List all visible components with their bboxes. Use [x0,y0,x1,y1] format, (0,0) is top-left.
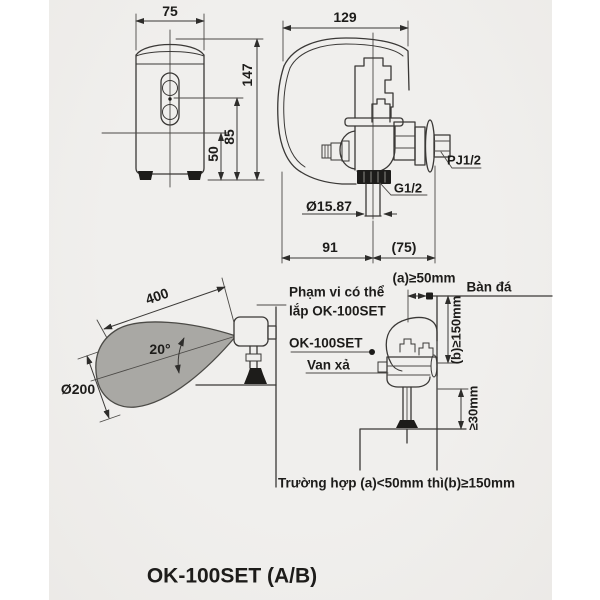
foot-right [187,171,202,180]
dim-height-b: (b)≥150mm [448,295,464,365]
wall-stub [433,134,451,158]
stop-valve-screw [321,144,332,159]
flush-pipe [364,183,382,217]
dim-range-angle: 20° [149,341,171,357]
dim-side-width: 129 [333,9,357,25]
wall-flange [424,119,436,173]
sensor-lens-top [162,80,178,96]
dim-side-wall: (75) [391,239,417,255]
label-thread-pj: PJ1/2 [447,152,481,168]
label-slab: Bàn đá [466,279,512,295]
dim-front-width: 75 [162,3,178,19]
g-leader [379,182,428,196]
pipe-escutcheon [396,420,418,428]
valve-chamber [339,130,356,170]
flush-pipe [402,386,412,421]
outlet-arm [393,121,416,161]
installation-drawing [290,289,553,471]
front-view-drawing [101,13,265,188]
cone-axis [90,335,237,382]
pipe-escutcheon [244,368,267,384]
sensor-unit-side [233,316,269,347]
flush-valve-body [386,356,438,388]
slab-edge-marker [426,292,433,300]
valve-cover [385,316,438,364]
product-title: OK-100SET (A/B) [146,564,318,588]
label-install-range-1: Phạm vi có thể [289,284,385,300]
foot-left [138,171,153,180]
dim-range-diameter: Ø200 [60,381,96,397]
dim-pipe-exposed: ≥30mm [465,385,481,431]
angle-arc [174,337,185,374]
pj-leader [440,151,482,169]
cover-outline [283,37,410,91]
label-unit-name: OK-100SET [289,335,363,351]
install-note: Trường hợp (a)<50mm thì(b)≥150mm [278,475,516,491]
dim-front-sensor-height: 85 [221,129,237,145]
dim-front-lower-height: 50 [205,146,221,162]
dim-front-height: 147 [239,63,255,87]
step-line [359,428,467,471]
sensor-lens-bottom [162,104,178,120]
side-view-drawing [277,20,482,264]
dim-side-depth: 91 [322,239,338,255]
sensor-unit-body [135,43,205,175]
detection-cone [95,321,237,408]
sensor-window [160,72,180,126]
label-install-range-2: lắp OK-100SET [289,303,386,319]
valve-cap [354,57,394,119]
detection-range-drawing [77,277,287,488]
dim-clearance-a: (a)≥50mm [392,270,456,286]
dim-pipe-diameter: Ø15.87 [306,198,352,214]
outlet-coupling-nut [357,170,391,184]
label-flush-valve: Van xả [307,357,350,373]
vacuum-breaker [371,98,391,123]
label-thread-g: G1/2 [393,180,423,196]
